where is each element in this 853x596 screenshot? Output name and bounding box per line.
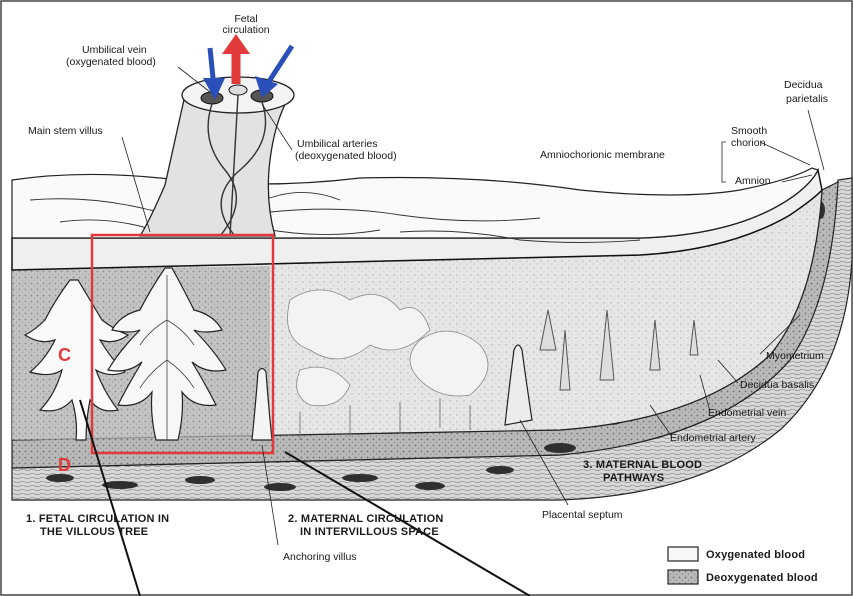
legend-oxygenated-swatch (668, 547, 698, 561)
label-fetal-villous-1: 1. FETAL CIRCULATION IN (26, 513, 169, 525)
label-umbilical-arteries: Umbilical arteries (297, 139, 378, 150)
label-maternal-pathways-1: 3. MATERNAL BLOOD (583, 459, 702, 471)
label-myometrium: Myometrium (766, 351, 824, 362)
legend-oxygenated-label: Oxygenated blood (706, 549, 805, 561)
label-main-stem-villus: Main stem villus (28, 126, 103, 137)
marker-d: D (58, 455, 71, 476)
label-decidua-parietalis-1: Decidua (784, 80, 823, 91)
label-amniochorionic-membrane: Amniochorionic membrane (540, 150, 665, 161)
label-maternal-intervillous-2: IN INTERVILLOUS SPACE (300, 526, 439, 538)
label-amnion: Amnion (735, 176, 771, 187)
label-decidua-parietalis-2: parietalis (786, 94, 828, 105)
label-fetal-circulation: Fetal circulation (218, 14, 274, 36)
label-placental-septum: Placental septum (542, 510, 623, 521)
label-endometrial-artery: Endometrial artery (670, 433, 756, 444)
legend-deoxygenated-swatch (668, 570, 698, 584)
label-umbilical-vein-note: (oxygenated blood) (66, 57, 156, 68)
label-decidua-basalis: Decidua basalis (740, 380, 814, 391)
label-anchoring-villus: Anchoring villus (283, 552, 357, 563)
label-umbilical-arteries-note: (deoxygenated blood) (295, 151, 397, 162)
label-umbilical-vein: Umbilical vein (82, 45, 147, 56)
label-maternal-intervillous-1: 2. MATERNAL CIRCULATION (288, 513, 444, 525)
umbilical-cord (140, 95, 290, 236)
amniochorionic-membrane-layer (12, 168, 818, 238)
label-endometrial-vein: Endometrial vein (708, 408, 786, 419)
label-smooth-chorion-1: Smooth (731, 126, 767, 137)
marker-c: C (58, 345, 71, 366)
umbilical-vein-lumen (229, 85, 247, 95)
label-maternal-pathways-2: PATHWAYS (603, 472, 664, 484)
label-smooth-chorion-2: chorion (731, 138, 765, 149)
fetal-circulation-arrowhead (222, 34, 250, 54)
label-fetal-villous-2: THE VILLOUS TREE (40, 526, 148, 538)
vein-inflow-arrow-right (266, 46, 292, 86)
legend-deoxygenated-label: Deoxygenated blood (706, 572, 818, 584)
